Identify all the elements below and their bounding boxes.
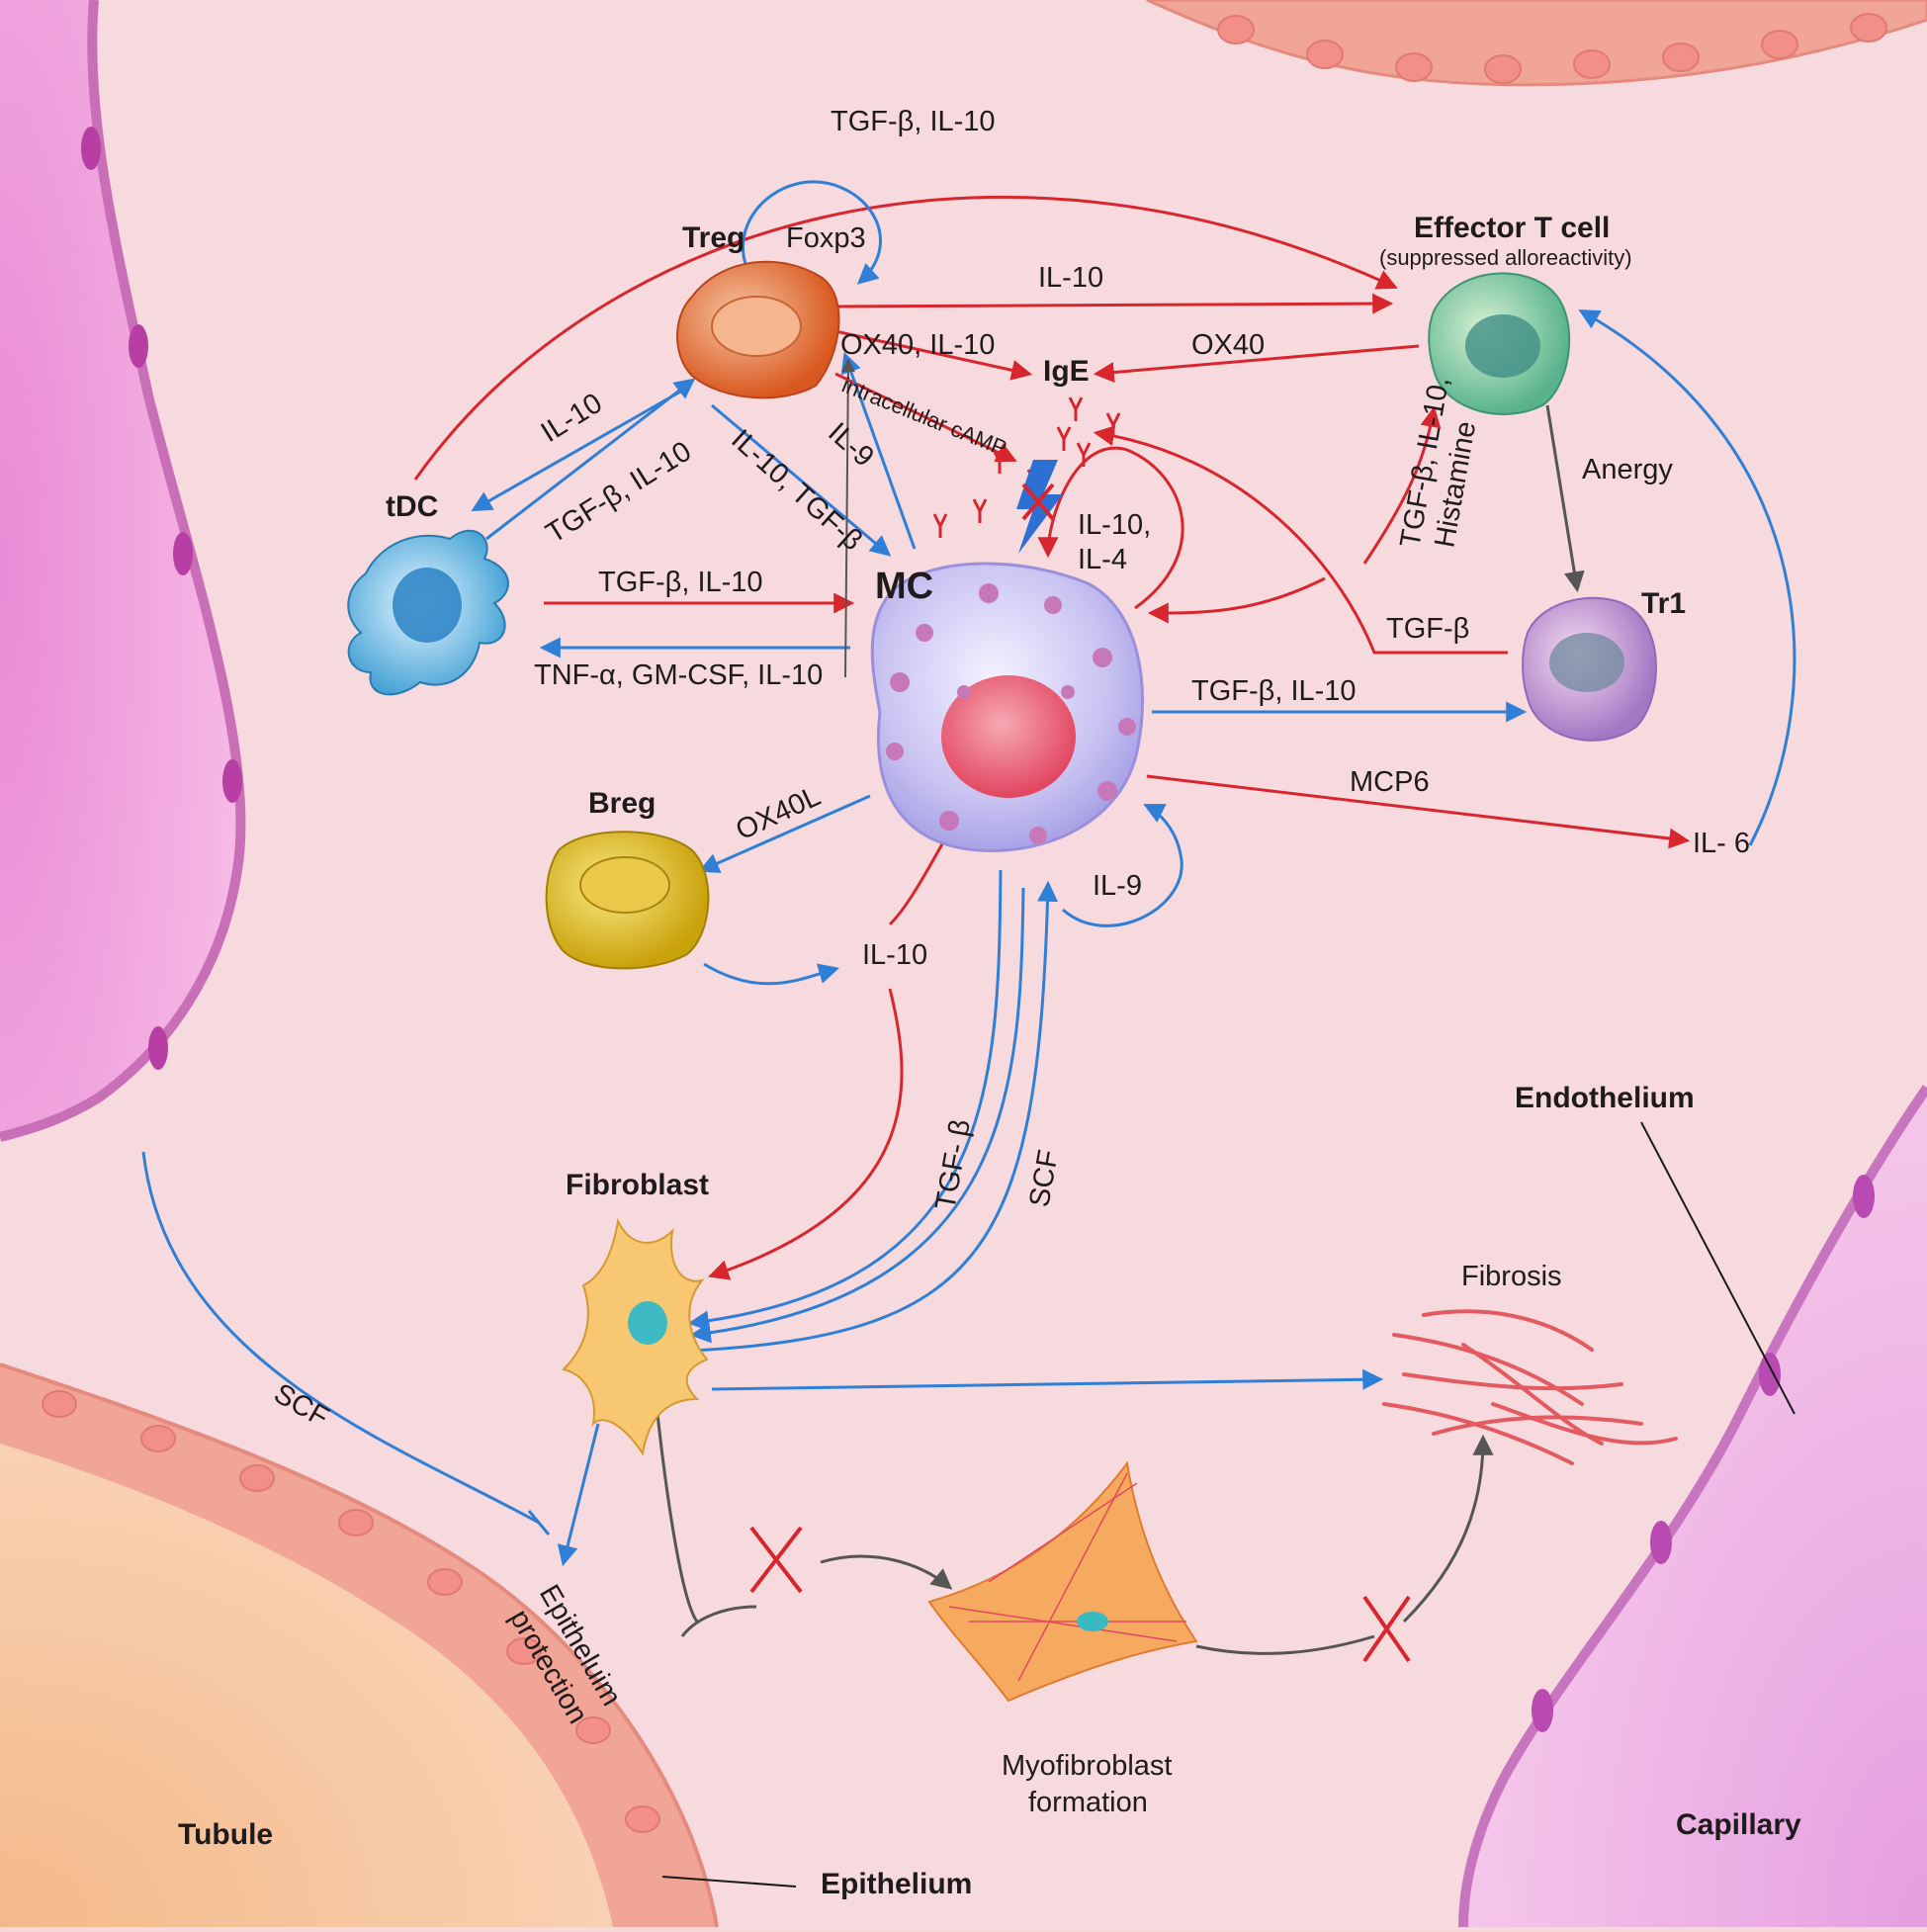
line-mc-to-il10 [888,839,946,926]
arrow-mc-to-fibroblast-tgfb-2 [689,887,1025,1344]
arrow-mc-to-fibroblast-tgfb [687,869,1003,1332]
left-tissue [0,0,246,1142]
label-ox40: OX40 [1191,329,1265,361]
label-fibrosis: Fibrosis [1461,1261,1562,1292]
arrow-camp [840,358,855,678]
arrow-tr1-to-ige [1093,425,1508,655]
label-tgfb-tr1: TGF-β [1386,613,1469,645]
label-il6: IL- 6 [1693,828,1750,859]
label-il10-breg: IL-10 [862,939,927,971]
tr1-cell [1522,596,1657,742]
inhibit-bar-scf [527,1510,551,1536]
arrow-mc-to-il6 [1146,774,1691,849]
label-capillary: Capillary [1676,1808,1801,1841]
mast-cell [870,562,1145,852]
arrow-breg-to-il10 [703,962,840,986]
label-endothelium: Endothelium [1515,1082,1695,1114]
capillary-tissue [1458,1085,1927,1928]
label-effector-t-cell: Effector T cell [1414,212,1610,244]
arrow-il10-to-fibroblast [708,988,904,1280]
label-tdc: tDC [386,490,438,523]
arrow-mc-self-il10-il4 [1037,446,1184,610]
label-treg: Treg [682,221,745,254]
arrow-mc-to-treg [840,352,917,550]
line-fibroblast-inhibit [656,1413,699,1623]
label-fibroblast: Fibroblast [566,1169,709,1201]
arrow-myofibroblast-to-fibrosis [1402,1434,1494,1624]
arrow-treg-to-ige-camp [834,372,1017,463]
label-myofibroblast-2: formation [1028,1787,1148,1818]
arrow-foxp3-loop [742,180,882,293]
label-effector-subtitle: (suppressed alloreactivity) [1379,245,1632,270]
arrow-fibroblast-to-epithelium [557,1423,600,1567]
arrow-fibroblast-to-mc-scf [691,880,1059,1353]
tubule-tissue [0,1362,719,1928]
label-mcp6: MCP6 [1350,766,1430,798]
arrow-mc-to-breg [698,794,871,873]
label-tgfb-il10-top: TGF-β, IL-10 [831,106,996,137]
arrow-treg-to-effector [834,293,1394,314]
arrow-treg-to-tdc [471,389,683,512]
arrow-il6-to-effector [1578,308,1796,846]
label-breg: Breg [588,787,656,820]
gray-arrows [656,358,1585,1655]
tdc-cell [347,529,509,696]
top-epithelium [1146,0,1927,87]
label-il9-self: IL-9 [1093,870,1142,902]
arrow-to-mc-from-right [1147,576,1326,624]
label-ox40-il10: OX40, IL-10 [840,329,995,361]
arrow-treg-to-mc [711,403,892,557]
inhibition-crosses [749,1526,1411,1663]
arrow-mc-self-il9 [1062,804,1183,927]
fibroblast-cell [562,1217,709,1456]
pointer-lines [661,1121,1796,1888]
arrow-to-myofibroblast [820,1554,953,1590]
arrow-tdc-to-effector [413,196,1398,481]
label-ige: IgE [1043,355,1090,388]
arrow-fibroblast-to-fibrosis [711,1368,1384,1391]
red-arrows [413,196,1691,1280]
arrow-treg-to-ige [834,329,1033,381]
myofibroblast-cell [927,1460,1198,1703]
breg-cell [545,831,710,970]
label-tr1: Tr1 [1641,587,1686,620]
label-myofibroblast-1: Myofibroblast [1002,1750,1172,1782]
inhibit-scf-to-epithelium [141,1151,540,1525]
label-anergy: Anergy [1582,454,1673,485]
label-tnf-gmcsf-il10: TNF-α, GM-CSF, IL-10 [534,659,823,691]
arrow-effector-to-ige [1093,344,1420,384]
blue-arrows [141,180,1796,1567]
arrow-tdc-to-treg [485,378,696,541]
label-foxp3: Foxp3 [786,222,866,254]
arrow-anergy [1545,404,1585,593]
label-mc: MC [875,566,933,607]
inhibit-bar-myofibroblast [680,1605,757,1637]
fibrosis-fibers [1382,1309,1678,1465]
arrow-to-effector-tgfb-histamine [1362,405,1442,565]
label-il10-treg-effector: IL-10 [1038,262,1103,294]
label-tgfb-il10-tdc-mc: TGF-β, IL-10 [598,567,763,598]
effector-t-cell [1428,272,1571,415]
treg-cell [676,260,840,399]
label-il10-il4-line1: IL-10, [1078,509,1151,541]
label-tubule: Tubule [178,1818,273,1851]
label-tgfb-il10-mc-tr1: TGF-β, IL-10 [1191,675,1357,707]
line-myofibroblast-to-fibrosis [1195,1634,1375,1655]
label-epithelium: Epithelium [821,1868,972,1900]
label-il10-il4-line2: IL-4 [1078,544,1127,575]
activation-bolt [1016,460,1063,554]
